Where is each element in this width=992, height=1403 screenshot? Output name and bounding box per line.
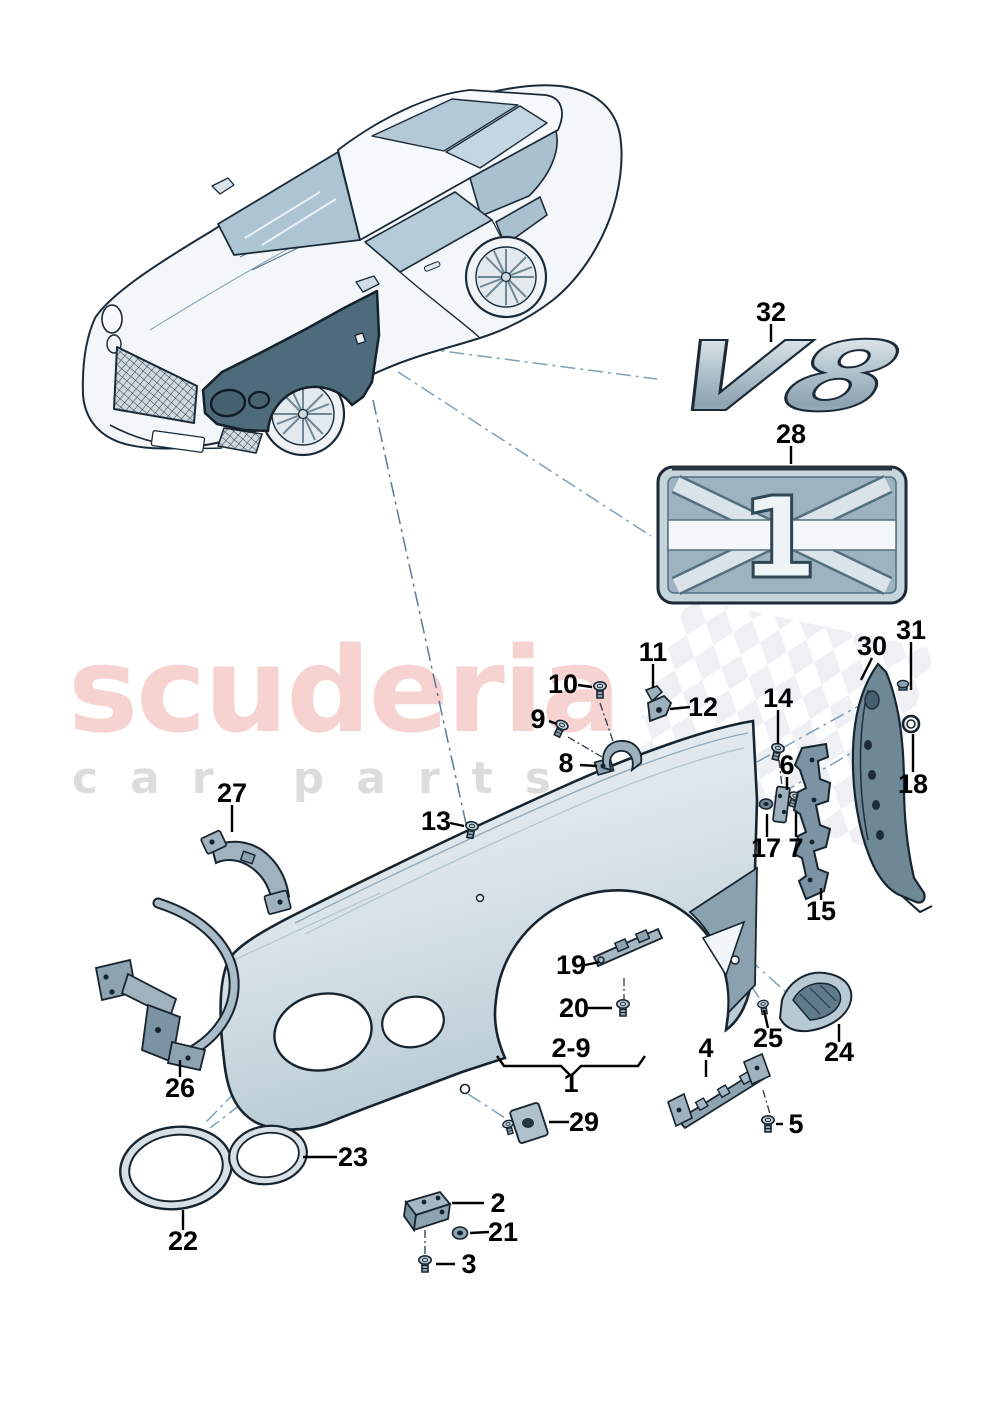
part-3-screw bbox=[417, 1255, 433, 1273]
part-callout-27: 27 bbox=[217, 778, 247, 808]
part-8-bracket bbox=[593, 740, 643, 776]
part-31-cap-nut bbox=[896, 679, 910, 691]
part-23-ring bbox=[228, 1124, 308, 1186]
part-callout-30: 30 bbox=[857, 631, 887, 661]
part-21-nut bbox=[451, 1226, 469, 1240]
car-illustration bbox=[81, 84, 623, 457]
headlamp-opening-small bbox=[381, 995, 445, 1049]
part-callout-22: 22 bbox=[168, 1226, 198, 1256]
car-sunroof-glass bbox=[371, 98, 519, 152]
part-callout-5: 5 bbox=[788, 1109, 803, 1139]
v8-badge: V8 bbox=[652, 320, 916, 434]
car-headlamp-large bbox=[101, 304, 123, 334]
fender-headlamp-opening-large bbox=[209, 388, 247, 418]
watermark-brand-text: scuderia bbox=[68, 621, 619, 759]
car-left-mirror bbox=[211, 177, 235, 195]
part-callout-21: 21 bbox=[488, 1217, 518, 1247]
part-callout-28: 28 bbox=[776, 419, 806, 449]
part-30-bracket bbox=[851, 662, 933, 914]
car-windshield bbox=[217, 151, 361, 256]
part-callout-12: 12 bbox=[688, 692, 718, 722]
part-callout-2: 2 bbox=[490, 1188, 505, 1218]
part-4-rail bbox=[667, 1052, 772, 1130]
part-callout-20: 20 bbox=[559, 993, 589, 1023]
car-grille bbox=[113, 346, 198, 424]
part-callout-2-9: 2-9 bbox=[551, 1033, 590, 1063]
part-callout-17: 17 bbox=[751, 833, 781, 863]
car-highlighted-fender bbox=[201, 289, 381, 433]
part-callout-23: 23 bbox=[338, 1142, 368, 1172]
headlamp-opening-large bbox=[273, 992, 373, 1072]
car-rear-wheel bbox=[464, 235, 548, 319]
part-22-ring bbox=[119, 1125, 233, 1211]
part-callout-18: 18 bbox=[898, 769, 928, 799]
callout-lines bbox=[178, 324, 915, 1266]
part-15-bracket bbox=[792, 742, 832, 901]
part-callout-13: 13 bbox=[421, 806, 451, 836]
flag-cross-bar bbox=[667, 519, 897, 551]
fender-headlamp-opening-small bbox=[247, 390, 271, 410]
part-callout-1: 1 bbox=[563, 1068, 578, 1098]
part-callout-15: 15 bbox=[806, 896, 836, 926]
part-callout-29: 29 bbox=[569, 1107, 599, 1137]
part-callout-9: 9 bbox=[530, 704, 545, 734]
part-6-strip bbox=[772, 785, 791, 824]
car-rear-window bbox=[469, 130, 558, 217]
car-lower-intake bbox=[217, 427, 263, 454]
car-door-handle bbox=[423, 261, 441, 272]
part-2-bracket bbox=[403, 1190, 452, 1233]
part-18-ring bbox=[901, 714, 921, 734]
part-callout-32: 32 bbox=[756, 297, 786, 327]
part-callout-24: 24 bbox=[824, 1037, 854, 1067]
union-jack-badge: 1 bbox=[656, 465, 908, 606]
part-19-bracket bbox=[592, 927, 664, 968]
part-callout-10: 10 bbox=[548, 669, 578, 699]
part-17-nut bbox=[758, 798, 774, 810]
part-callout-4: 4 bbox=[698, 1033, 713, 1063]
part-26-bracket-assembly bbox=[94, 897, 240, 1072]
part-callout-8: 8 bbox=[558, 748, 573, 778]
flag-numeral: 1 bbox=[740, 474, 818, 604]
part-20-screw bbox=[615, 998, 631, 1017]
fender-mirror-triangle-opening bbox=[701, 920, 746, 977]
part-29-plate bbox=[501, 1102, 549, 1144]
part-5-screw bbox=[760, 1115, 776, 1133]
part-24-vent bbox=[778, 971, 853, 1033]
part-27-bracket bbox=[200, 829, 292, 915]
watermark-tagline-text: car parts bbox=[72, 753, 583, 804]
fender-badge-marker bbox=[354, 332, 366, 345]
part-callout-7: 7 bbox=[788, 833, 803, 863]
car-numberplate bbox=[150, 430, 206, 453]
part-callout-3: 3 bbox=[461, 1249, 476, 1279]
part-callout-25: 25 bbox=[753, 1023, 783, 1053]
part-callout-26: 26 bbox=[165, 1073, 195, 1103]
part-callout-14: 14 bbox=[763, 683, 793, 713]
exploded-fender bbox=[219, 719, 759, 1131]
part-callout-31: 31 bbox=[896, 615, 926, 645]
car-right-mirror bbox=[355, 275, 380, 293]
part-callout-11: 11 bbox=[639, 637, 668, 667]
parts-layer bbox=[94, 662, 933, 1273]
v8-badge-text: V8 bbox=[653, 321, 915, 433]
part-callout-19: 19 bbox=[556, 950, 586, 980]
part-callout-6: 6 bbox=[779, 750, 794, 780]
